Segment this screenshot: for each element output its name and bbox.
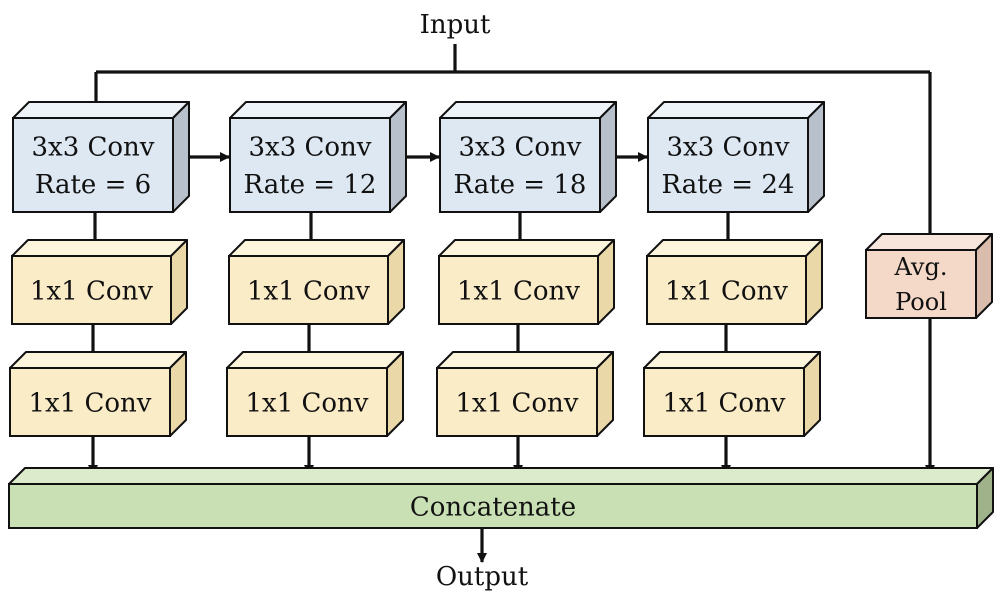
conv1x1-block-4-a: 1x1 Conv bbox=[646, 239, 823, 325]
atrous-conv-rate: Rate = 24 bbox=[662, 170, 795, 200]
conv1x1-block-2-a: 1x1 Conv bbox=[228, 239, 405, 325]
conv1x1-block-4-b: 1x1 Conv bbox=[643, 351, 821, 437]
atrous-conv-title: 3x3 Conv bbox=[32, 133, 155, 163]
conv1x1-label: 1x1 Conv bbox=[30, 276, 153, 306]
conv1x1-label: 1x1 Conv bbox=[457, 276, 580, 306]
conv1x1-label: 1x1 Conv bbox=[665, 276, 788, 306]
atrous-conv-title: 3x3 Conv bbox=[249, 133, 372, 163]
atrous-conv-rate: Rate = 6 bbox=[35, 170, 151, 200]
input-label: Input bbox=[420, 10, 491, 40]
conv1x1-block-2-b: 1x1 Conv bbox=[226, 351, 404, 437]
conv1x1-label: 1x1 Conv bbox=[663, 388, 786, 418]
pool-line2: Pool bbox=[895, 288, 947, 316]
atrous-conv-rate: Rate = 12 bbox=[244, 170, 377, 200]
conv1x1-block-3-b: 1x1 Conv bbox=[436, 351, 614, 437]
avg-pool-block: Avg. Pool bbox=[865, 233, 993, 319]
conv1x1-block-1-a: 1x1 Conv bbox=[11, 239, 188, 325]
concatenate-label: Concatenate bbox=[410, 492, 576, 522]
atrous-conv-rate: Rate = 18 bbox=[454, 170, 587, 200]
conv1x1-block-3-a: 1x1 Conv bbox=[438, 239, 615, 325]
conv1x1-label: 1x1 Conv bbox=[247, 276, 370, 306]
atrous-conv-title: 3x3 Conv bbox=[667, 133, 790, 163]
concatenate-block: Concatenate bbox=[8, 467, 994, 529]
atrous-conv-title: 3x3 Conv bbox=[459, 133, 582, 163]
output-label: Output bbox=[436, 562, 529, 592]
conv1x1-block-1-b: 1x1 Conv bbox=[9, 351, 187, 437]
conv1x1-label: 1x1 Conv bbox=[456, 388, 579, 418]
pool-line1: Avg. bbox=[894, 253, 948, 281]
conv1x1-label: 1x1 Conv bbox=[29, 388, 152, 418]
conv1x1-label: 1x1 Conv bbox=[246, 388, 369, 418]
